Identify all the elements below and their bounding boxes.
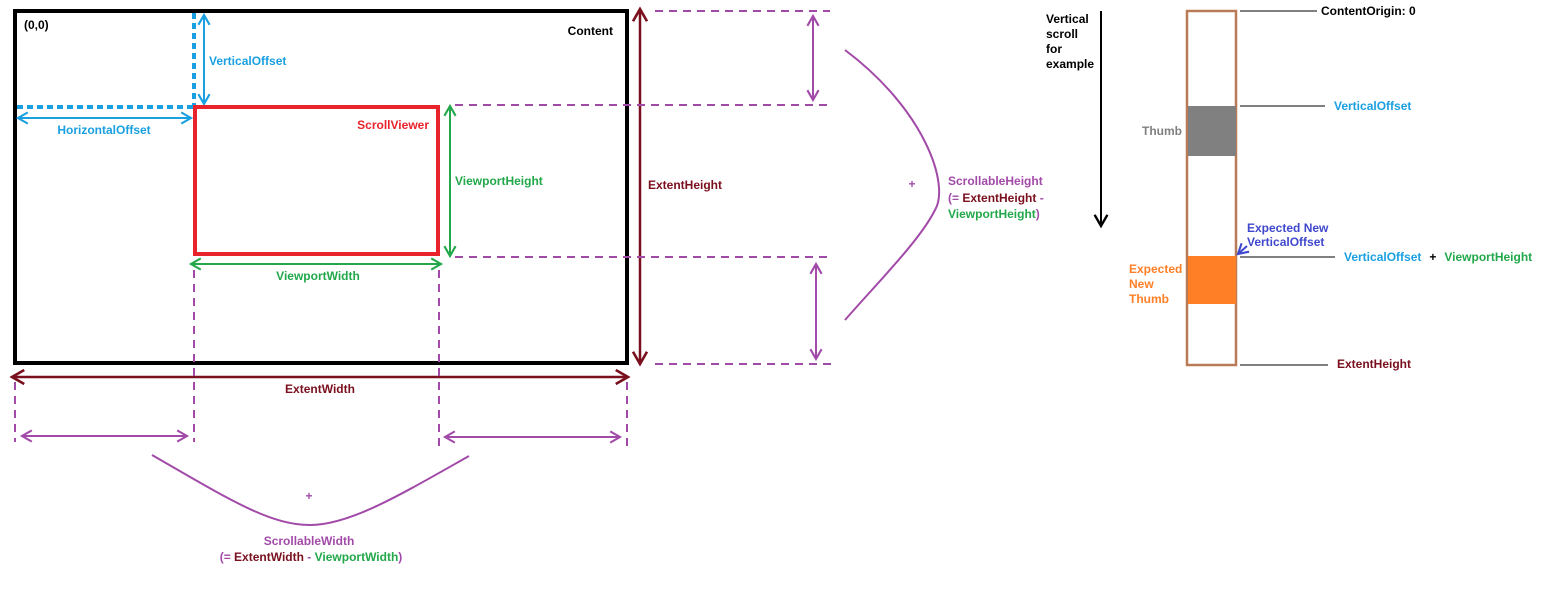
scrollable-width-label: ScrollableWidth bbox=[264, 534, 355, 548]
scroll-track bbox=[1185, 9, 1238, 367]
sum-left: VerticalOffset bbox=[1344, 250, 1421, 264]
scrollable-height-formula: (= ExtentHeight - bbox=[948, 191, 1044, 205]
sh-formula-open: (= bbox=[948, 191, 962, 205]
sum-label: VerticalOffset + ViewportHeight bbox=[1344, 250, 1532, 264]
expected-new-thumb bbox=[1188, 256, 1236, 304]
vertical-scroll-caption: Vertical scroll for example bbox=[1046, 12, 1094, 71]
scrollable-width-formula: (= ExtentWidth - ViewportWidth) bbox=[220, 550, 403, 564]
sh-formula-close: ) bbox=[1036, 207, 1040, 221]
caption-line-3: for bbox=[1046, 42, 1062, 56]
scrollviewer-label: ScrollViewer bbox=[357, 118, 429, 132]
vertical-offset-label: VerticalOffset bbox=[209, 54, 286, 68]
extent-height-label: ExtentHeight bbox=[648, 178, 722, 192]
content-label: Content bbox=[568, 24, 613, 38]
expected-offset-line-2: VerticalOffset bbox=[1247, 235, 1324, 249]
viewport-height-label: ViewportHeight bbox=[455, 174, 543, 188]
scrollable-height-label: ScrollableHeight bbox=[948, 174, 1043, 188]
vertical-offset-tick-label: VerticalOffset bbox=[1334, 99, 1411, 113]
sw-formula-close: ) bbox=[398, 550, 402, 564]
scrollable-width-brace bbox=[151, 454, 470, 527]
new-thumb-line-1: Expected bbox=[1129, 262, 1182, 276]
expected-offset-line-1: Expected New bbox=[1247, 221, 1329, 235]
new-thumb-line-2: New bbox=[1129, 277, 1154, 291]
new-thumb-line-3: Thumb bbox=[1129, 292, 1169, 306]
scroll-thumb bbox=[1188, 106, 1236, 156]
scrollable-height-plus: + bbox=[908, 177, 915, 191]
extent-width-label: ExtentWidth bbox=[285, 382, 355, 396]
sum-plus: + bbox=[1429, 250, 1436, 264]
content-rect bbox=[13, 9, 629, 365]
scrollable-height-formula-2: ViewportHeight) bbox=[948, 207, 1040, 221]
expected-new-offset-label: Expected New VerticalOffset bbox=[1247, 221, 1332, 249]
thumb-label: Thumb bbox=[1142, 124, 1182, 138]
sh-formula-extent: ExtentHeight bbox=[962, 191, 1036, 205]
sw-formula-viewport: ViewportWidth bbox=[315, 550, 399, 564]
sh-formula-minus: - bbox=[1036, 191, 1043, 205]
caption-line-1: Vertical bbox=[1046, 12, 1089, 26]
horizontal-offset-label: HorizontalOffset bbox=[57, 123, 150, 137]
viewport-width-label: ViewportWidth bbox=[276, 269, 360, 283]
scrollviewer-rect bbox=[193, 105, 440, 256]
content-origin-label: ContentOrigin: 0 bbox=[1321, 4, 1416, 18]
scrollable-height-brace bbox=[844, 49, 941, 321]
expected-offset-pointer bbox=[1236, 242, 1250, 256]
caption-line-4: example bbox=[1046, 57, 1094, 71]
caption-line-2: scroll bbox=[1046, 27, 1078, 41]
origin-label: (0,0) bbox=[24, 18, 49, 32]
expected-new-thumb-label: Expected New Thumb bbox=[1129, 262, 1186, 306]
sh-formula-viewport: ViewportHeight bbox=[948, 207, 1036, 221]
scrollable-width-plus: + bbox=[305, 489, 312, 503]
extent-height-tick-label: ExtentHeight bbox=[1337, 357, 1411, 371]
sw-formula-open: (= bbox=[220, 550, 234, 564]
sw-formula-extent: ExtentWidth bbox=[234, 550, 304, 564]
sw-formula-minus: - bbox=[304, 550, 315, 564]
sum-right: ViewportHeight bbox=[1444, 250, 1532, 264]
